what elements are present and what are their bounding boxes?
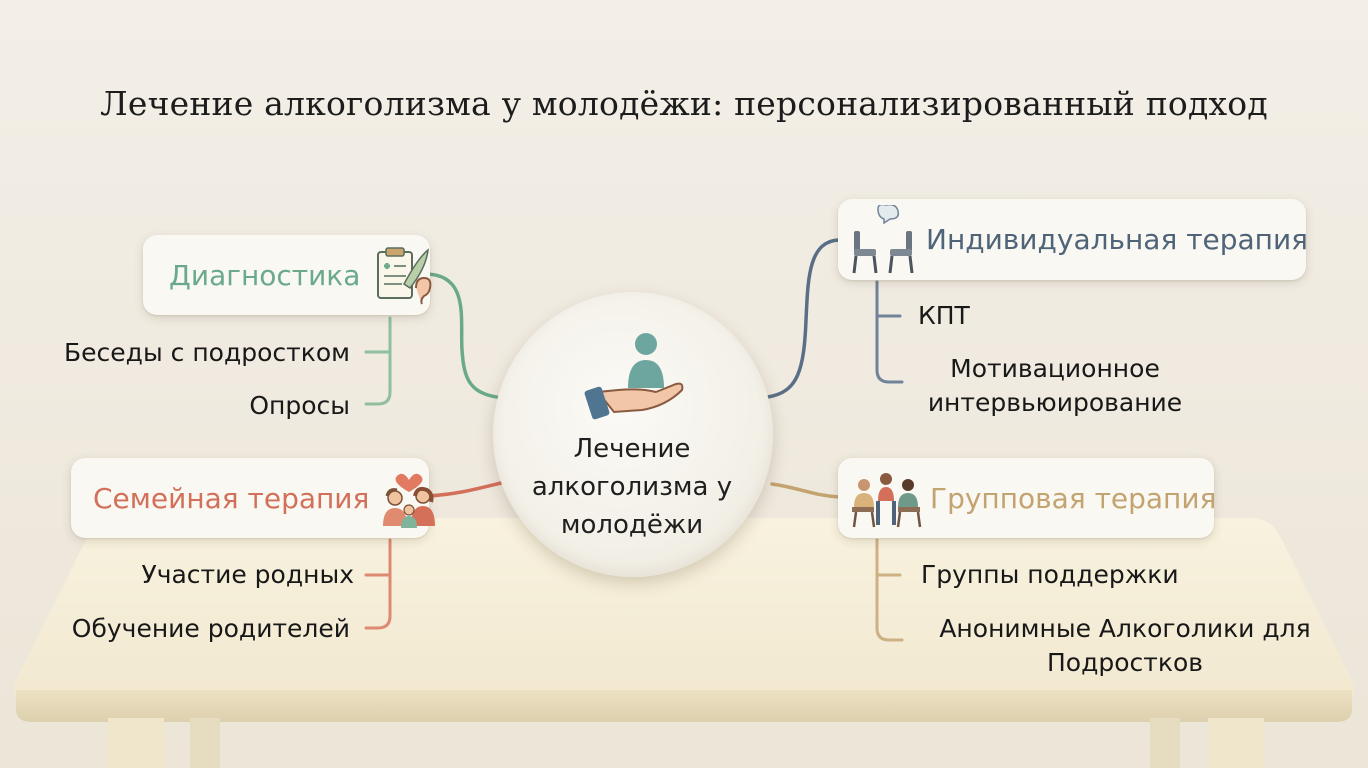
connector-individual bbox=[766, 238, 842, 399]
family-therapy-label: Семейная терапия bbox=[93, 481, 370, 515]
diagnostics-item-1: Беседы с подростком bbox=[64, 338, 350, 367]
family-item-1: Участие родных bbox=[141, 560, 354, 589]
group-therapy-label: Групповая терапия bbox=[930, 481, 1217, 515]
bracket-individual bbox=[875, 280, 904, 384]
center-label: Лечение алкоголизма у молодёжи bbox=[531, 434, 733, 540]
chairs-speech-icon bbox=[852, 204, 914, 273]
bracket-family bbox=[364, 538, 392, 630]
group-item-2-text: Анонимные Алкоголики для Подростков bbox=[939, 614, 1311, 677]
group-item-2: Анонимные Алкоголики для Подростков bbox=[920, 612, 1330, 680]
group-circle-icon bbox=[852, 473, 922, 528]
diagnostics-label: Диагностика bbox=[169, 258, 361, 292]
family-item-2: Обучение родителей bbox=[71, 614, 350, 643]
diagnostics-item-2: Опросы bbox=[249, 391, 350, 420]
individual-item-1: КПТ bbox=[918, 301, 970, 330]
hand-person-icon bbox=[584, 333, 684, 420]
family-therapy-card[interactable]: Семейная терапия bbox=[71, 458, 436, 538]
individual-therapy-label: Индивидуальная терапия bbox=[926, 223, 1309, 256]
clipboard-ear-icon bbox=[377, 247, 432, 305]
family-heart-icon bbox=[383, 473, 436, 528]
group-therapy-card[interactable]: Групповая терапия bbox=[838, 458, 1217, 538]
bracket-group bbox=[875, 538, 904, 642]
center-hub bbox=[493, 292, 773, 577]
page-title: Лечение алкоголизма у молодёжи: персонал… bbox=[100, 84, 1268, 123]
connector-family bbox=[426, 480, 507, 498]
individual-therapy-card[interactable]: Индивидуальная терапия bbox=[838, 199, 1309, 280]
diagnostics-card[interactable]: Диагностика bbox=[143, 235, 432, 315]
table bbox=[13, 518, 1355, 768]
individual-item-2: Мотивационное интервьюирование bbox=[905, 352, 1205, 420]
group-item-1: Группы поддержки bbox=[921, 560, 1179, 589]
bracket-diagnostics bbox=[364, 316, 392, 406]
individual-item-2-text: Мотивационное интервьюирование bbox=[927, 354, 1183, 417]
connector-diagnostics bbox=[423, 272, 506, 400]
connector-group bbox=[770, 482, 842, 499]
